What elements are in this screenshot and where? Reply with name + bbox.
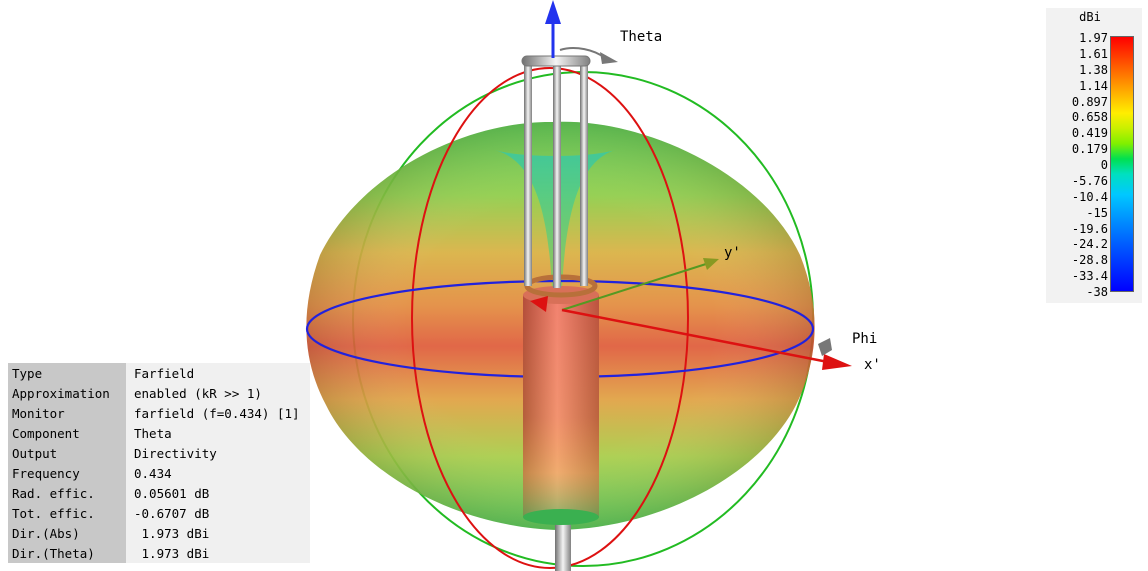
info-value: 0.05601 dB (126, 483, 310, 503)
antenna-wires (521, 55, 591, 288)
phi-direction-arrow (818, 338, 832, 356)
info-row: Dir.(Abs) 1.973 dBi (8, 523, 310, 543)
info-value: 1.973 dBi (126, 523, 310, 543)
y-axis-label: y' (724, 245, 741, 261)
antenna-cylinder (523, 274, 599, 525)
info-key: Rad. effic. (8, 483, 126, 503)
info-key: Tot. effic. (8, 503, 126, 523)
info-value: enabled (kR >> 1) (126, 383, 310, 403)
info-key: Dir.(Abs) (8, 523, 126, 543)
info-value: farfield (f=0.434) [1] (126, 403, 310, 423)
info-value: Farfield (126, 363, 310, 383)
z-axis (545, 0, 561, 58)
legend-unit: dBi (1079, 10, 1101, 24)
legend-tick: -24.2 (1071, 237, 1108, 252)
info-key: Frequency (8, 463, 126, 483)
info-value: -0.6707 dB (126, 503, 310, 523)
info-value: 0.434 (126, 463, 310, 483)
info-row: Dir.(Theta) 1.973 dBi (8, 543, 310, 563)
legend-tick: 0.179 (1071, 142, 1108, 157)
legend-tick: 1.97 (1079, 31, 1108, 45)
info-key: Output (8, 443, 126, 463)
legend-tick: -10.4 (1071, 189, 1108, 204)
legend-tick: -28.8 (1071, 253, 1108, 268)
legend-tick: 1.38 (1079, 62, 1108, 77)
info-key: Dir.(Theta) (8, 543, 126, 563)
theta-ring-red (411, 67, 689, 569)
info-key: Component (8, 423, 126, 443)
legend-tick: 0.897 (1071, 94, 1108, 109)
info-row: Rad. effic.0.05601 dB (8, 483, 310, 503)
theta-label: Theta (620, 29, 662, 45)
legend-tick: 1.61 (1079, 46, 1108, 61)
info-value: Theta (126, 423, 310, 443)
info-value: 1.973 dBi (126, 543, 310, 563)
legend-tick: 0.658 (1071, 110, 1108, 125)
info-key: Approximation (8, 383, 126, 403)
theta-direction-arrow (559, 47, 618, 64)
legend-tick: 1.14 (1079, 78, 1108, 93)
legend-color-bar (1110, 36, 1134, 292)
y-axis (561, 258, 719, 311)
feed-rod (555, 515, 571, 571)
info-key: Type (8, 363, 126, 383)
legend-tick: -5.76 (1071, 173, 1108, 188)
x-axis-label: x' (864, 357, 881, 373)
x-axis (530, 296, 852, 370)
legend-tick: -15 (1086, 205, 1108, 220)
info-key: Monitor (8, 403, 126, 423)
legend-tick: -19.6 (1071, 221, 1108, 236)
info-value: Directivity (126, 443, 310, 463)
legend-tick: 0.419 (1071, 126, 1108, 141)
phi-label: Phi (852, 331, 877, 347)
legend-tick: -33.4 (1071, 269, 1108, 284)
legend-tick: -38 (1086, 285, 1108, 299)
info-row: Tot. effic.-0.6707 dB (8, 503, 310, 523)
legend-tick: 0 (1100, 158, 1108, 172)
